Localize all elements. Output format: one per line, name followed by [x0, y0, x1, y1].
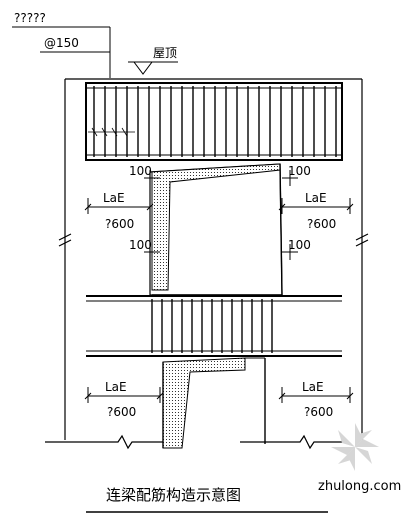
top-note-label: ????? — [14, 11, 46, 25]
middle-beam-stirrups — [151, 299, 273, 353]
roof-label: 屋顶 — [153, 46, 177, 60]
lower-anchor-dims — [84, 387, 354, 403]
lower-opening — [162, 357, 266, 449]
min600-lower-left: ?600 — [107, 405, 136, 419]
min600-upper-left: ?600 — [105, 217, 134, 231]
lae-lower-right: LaE — [302, 380, 324, 394]
middle-beam — [86, 295, 342, 357]
dim-100-upper-right: 100 — [288, 164, 311, 178]
upper-opening — [149, 163, 283, 296]
min600-lower-right: ?600 — [304, 405, 333, 419]
watermark-logo — [331, 423, 379, 471]
upper-anchor-dims — [84, 170, 354, 260]
roof-level-symbol — [128, 61, 178, 75]
lae-lower-left: LaE — [105, 380, 127, 394]
watermark-text: zhulong.com — [318, 479, 401, 494]
dim-100-upper-left: 100 — [129, 164, 152, 178]
upper-beam-stirrups — [93, 86, 337, 157]
min600-upper-right: ?600 — [307, 217, 336, 231]
note-leader — [12, 26, 111, 78]
upper-beam — [85, 82, 343, 161]
lae-upper-right: LaE — [305, 191, 327, 205]
lae-upper-left: LaE — [103, 191, 125, 205]
wall-outline — [45, 78, 369, 450]
diagram-title: 连梁配筋构造示意图 — [106, 486, 241, 504]
upper-beam-hatch-marks — [88, 127, 135, 137]
dim-100-mid-left: 100 — [129, 238, 152, 252]
spacing-label: @150 — [44, 36, 79, 50]
dim-100-mid-right: 100 — [288, 238, 311, 252]
